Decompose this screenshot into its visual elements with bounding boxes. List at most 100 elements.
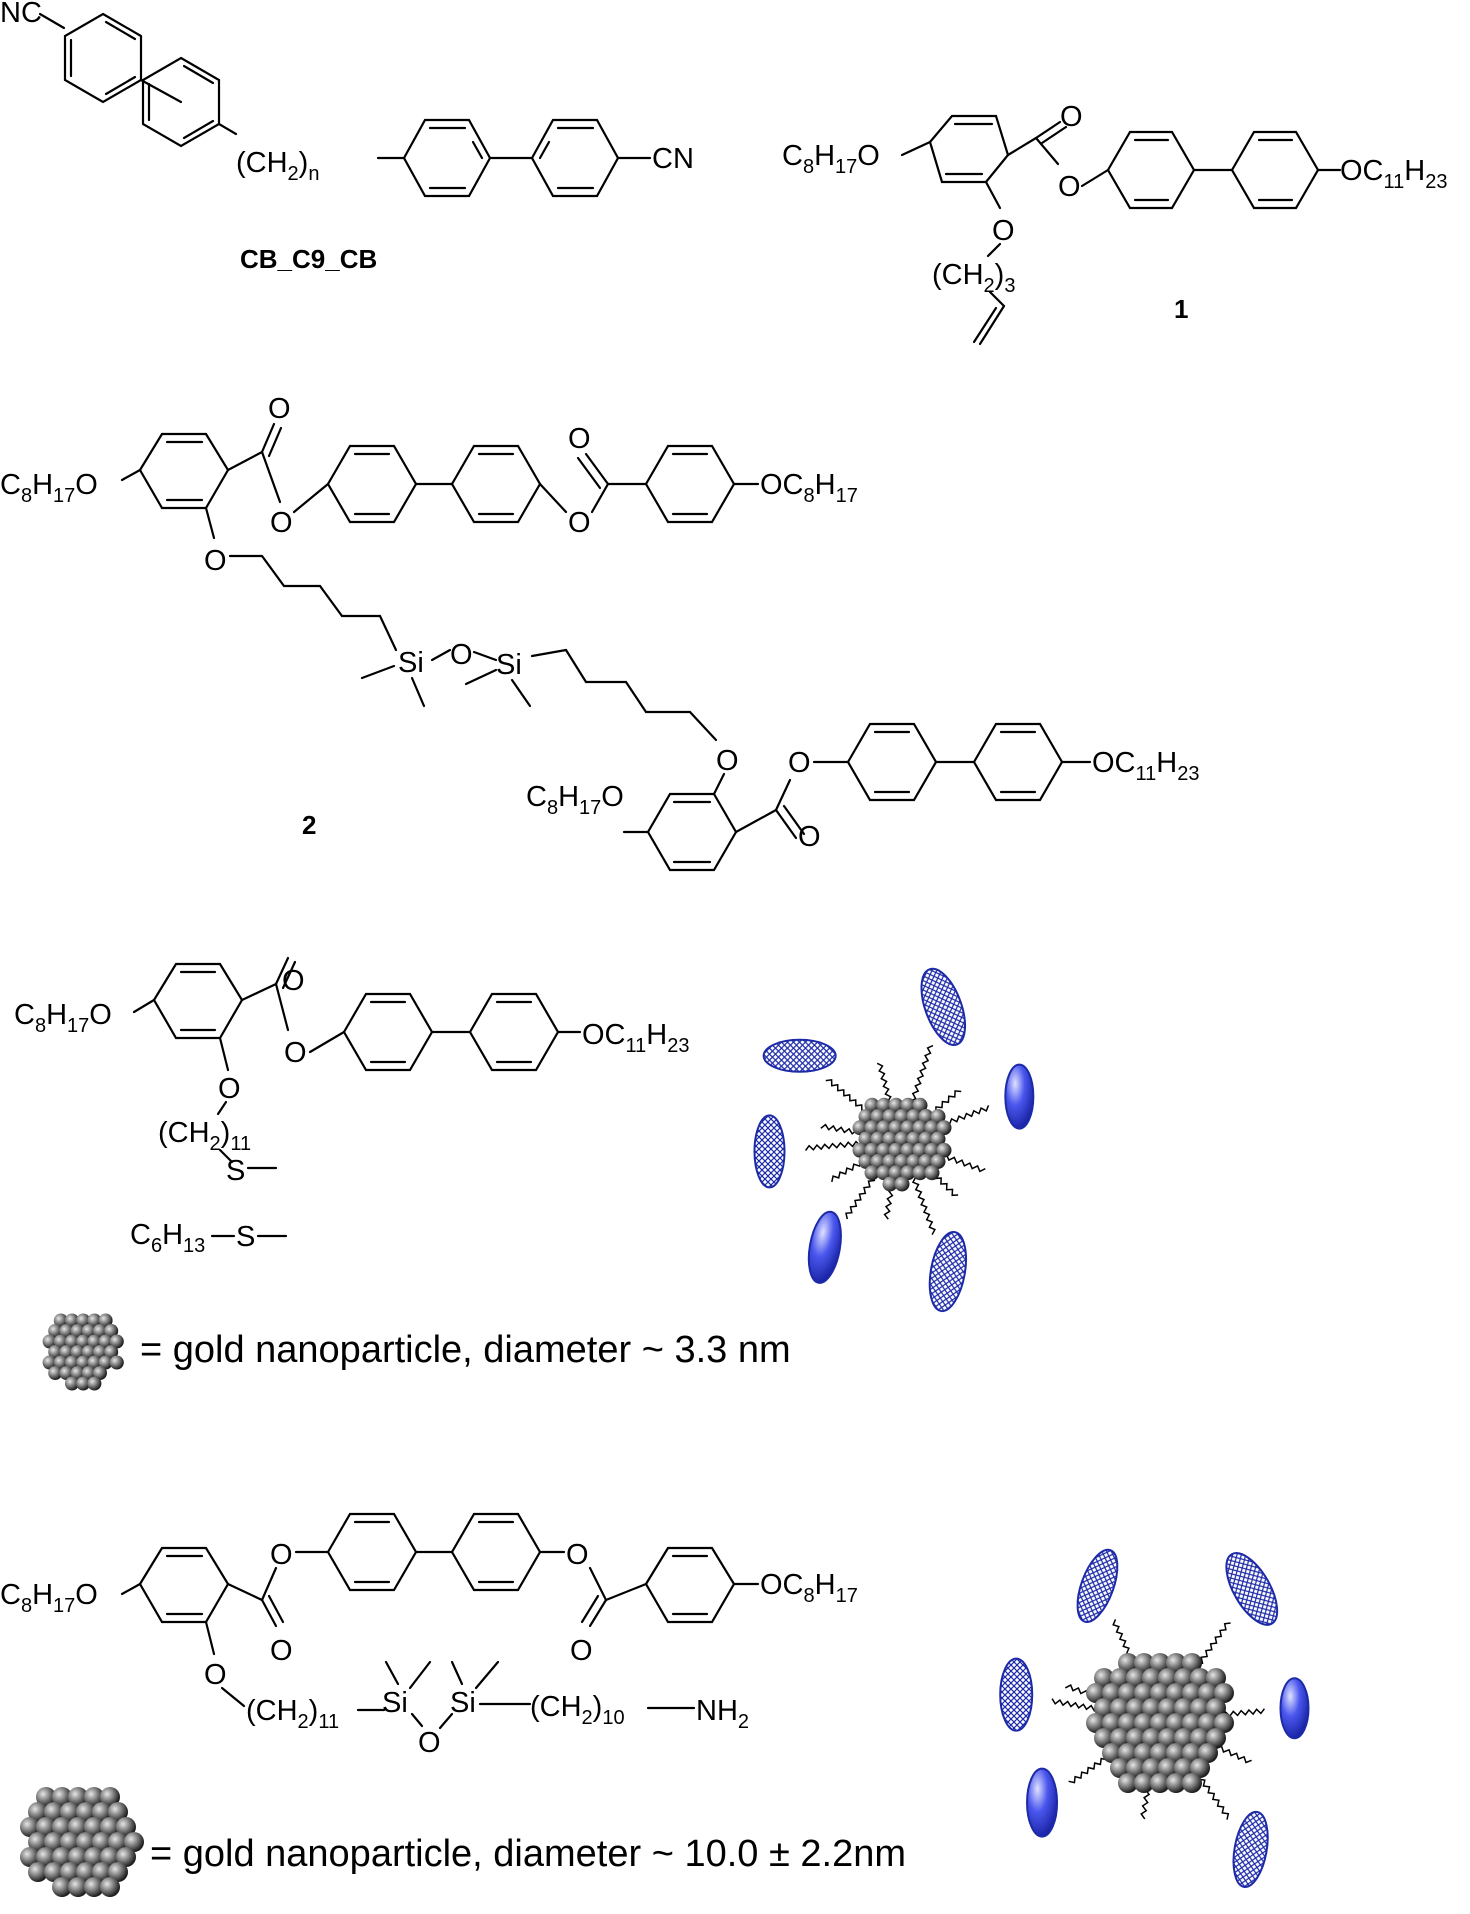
gold-atom	[924, 1165, 940, 1181]
hatched-mesogen	[1225, 1552, 1279, 1626]
hatched-mesogen	[762, 1038, 837, 1073]
benzene-ring	[846, 722, 938, 802]
pentyl-chain	[228, 554, 398, 652]
carbonyl-oxygen: O	[798, 821, 821, 853]
gold-atom	[52, 1877, 72, 1897]
bond	[217, 122, 238, 136]
gold-atom	[108, 1802, 128, 1822]
silicon-label: Si	[398, 647, 424, 679]
gold-atom	[918, 1154, 934, 1169]
benzene-ring	[646, 792, 738, 872]
gold-atom	[76, 1376, 91, 1391]
gold-atom	[900, 1165, 916, 1181]
gold-atom	[876, 1142, 892, 1158]
octyloxy-label: OC8H17	[760, 469, 858, 507]
gold-atom	[888, 1120, 904, 1136]
bond	[580, 1594, 600, 1624]
gold-atom	[1126, 1698, 1146, 1718]
benzene-ring	[138, 432, 230, 510]
gold-atom	[906, 1154, 922, 1169]
bond	[182, 64, 215, 85]
gold-atom	[81, 1345, 96, 1359]
gold-atom	[104, 1345, 119, 1359]
gold-atom	[116, 1817, 136, 1837]
gold-atom	[894, 1154, 910, 1169]
gold-atom	[1118, 1653, 1138, 1673]
bond	[576, 456, 602, 490]
gold-atom	[1118, 1743, 1138, 1763]
undecyloxy-label: OC11H23	[582, 1019, 689, 1057]
bond	[1040, 125, 1068, 145]
mesogen-oval	[1026, 1767, 1059, 1838]
gold-atom	[1094, 1668, 1114, 1688]
gold-atom	[59, 1345, 74, 1359]
gold-atom	[1134, 1713, 1154, 1733]
ligand-decorated-nanoparticle	[999, 1548, 1310, 1888]
gold-atom	[1214, 1713, 1234, 1733]
gold-atom	[930, 1154, 946, 1169]
gold-atom	[882, 1176, 898, 1192]
hatched-mesogen	[928, 1231, 968, 1313]
bond	[308, 1030, 346, 1054]
carbonyl-oxygen: O	[268, 393, 291, 425]
carbonyl-oxygen: O	[270, 1635, 293, 1667]
bond	[410, 1712, 424, 1728]
nitrile-label: CN	[652, 143, 694, 175]
mesogen-oval	[1004, 1063, 1035, 1130]
gold-atom	[1142, 1668, 1162, 1688]
gold-atom	[1158, 1728, 1178, 1748]
gold-atom	[1174, 1758, 1194, 1778]
gold-atom	[852, 1142, 868, 1158]
gold-atom	[882, 1131, 898, 1147]
gold-atom	[900, 1120, 916, 1136]
gold-atom	[1198, 1683, 1218, 1703]
octyloxy-label: C8H17O	[0, 469, 98, 507]
gold-atom	[124, 1832, 144, 1852]
gold-atom	[52, 1787, 72, 1807]
gold-atom	[1102, 1683, 1122, 1703]
gold-atom	[852, 1120, 868, 1136]
gold-atom	[864, 1165, 880, 1181]
bond	[104, 20, 137, 41]
bond	[226, 1582, 264, 1602]
compound-4-structure: C8H17O O O O O OC8H17 O (CH2)11	[0, 1512, 1310, 1897]
bond	[104, 75, 137, 96]
gold-atom	[70, 1345, 85, 1359]
benzene-ring	[450, 444, 542, 524]
nitrile-label: NC	[0, 0, 42, 29]
bond	[226, 450, 264, 472]
ester-oxygen: O	[788, 747, 811, 779]
ester-oxygen: O	[568, 507, 591, 539]
gold-atom	[68, 1847, 88, 1867]
gold-atom	[76, 1355, 91, 1370]
methyl-bond	[410, 676, 426, 708]
gold-atom	[109, 1334, 124, 1349]
nanoparticle-caption: = gold nanoparticle, diameter ~ 3.3 nm	[140, 1329, 791, 1371]
gold-atom	[864, 1142, 880, 1158]
gold-atom	[1166, 1653, 1186, 1673]
gold-atom	[65, 1313, 79, 1328]
gold-atom	[87, 1334, 102, 1349]
gold-atom	[1174, 1698, 1194, 1718]
compound-3-structure: C8H17O O O OC11H23 O (CH2)11 S C6H13 S	[14, 956, 1035, 1391]
gold-atom	[109, 1355, 124, 1370]
methyl-bond	[384, 1660, 400, 1686]
ester-oxygen: O	[270, 1539, 293, 1571]
gold-atom	[52, 1847, 72, 1867]
methyl-bond	[360, 664, 396, 680]
bond	[984, 180, 1002, 210]
bond	[988, 290, 1006, 308]
bond	[240, 982, 278, 1002]
bond	[430, 648, 452, 662]
gold-atom	[93, 1345, 107, 1359]
gold-atom	[1166, 1773, 1186, 1793]
gold-atom	[936, 1120, 952, 1136]
benzene-ring	[152, 962, 244, 1040]
octyloxy-label: C8H17O	[0, 1579, 98, 1617]
gold-atom	[876, 1097, 892, 1113]
bond	[604, 1582, 648, 1602]
gold-atom	[1094, 1728, 1114, 1748]
gold-nanoparticle-icon	[42, 1313, 124, 1391]
bond	[774, 778, 792, 812]
hatched-mesogen	[920, 967, 967, 1046]
